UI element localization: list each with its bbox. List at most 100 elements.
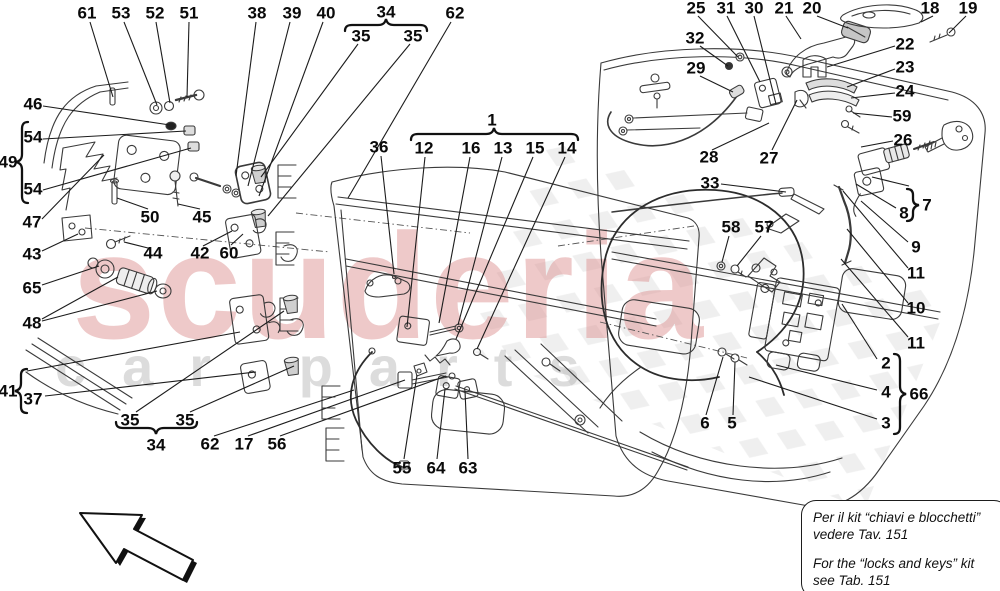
callout-35: 35	[404, 27, 423, 46]
leader-line-44	[123, 241, 149, 249]
leader-line-35	[135, 310, 285, 413]
leader-line-64	[436, 388, 446, 460]
leader-line-35	[260, 43, 359, 178]
callout-39: 39	[283, 4, 302, 23]
callout-66: 66	[910, 385, 929, 404]
leader-line-24	[850, 92, 896, 99]
callout-41: 41	[0, 382, 17, 401]
callout-61: 61	[78, 4, 97, 23]
leader-line-59	[852, 112, 893, 118]
leader-line-54	[42, 130, 187, 140]
leader-line-48	[41, 276, 119, 320]
leader-line-17	[247, 379, 406, 437]
callout-28: 28	[700, 148, 719, 167]
callout-54: 54	[24, 128, 43, 147]
leader-line-11	[840, 258, 909, 338]
leader-line-62	[347, 21, 452, 199]
leader-line-11	[842, 190, 909, 269]
callout-53: 53	[112, 4, 131, 23]
leader-line-26	[860, 140, 894, 148]
leader-line-32	[699, 45, 729, 67]
callout-43: 43	[23, 245, 42, 264]
callout-23: 23	[896, 58, 915, 77]
leader-line-53	[123, 21, 158, 106]
callout-35: 35	[121, 411, 140, 430]
callout-65: 65	[23, 279, 42, 298]
callout-59: 59	[893, 107, 912, 126]
callout-62: 62	[201, 435, 220, 454]
callout-4: 4	[881, 383, 891, 402]
callout-51: 51	[180, 4, 199, 23]
callout-6: 6	[700, 414, 709, 433]
callout-20: 20	[803, 0, 822, 18]
callout-1: 1	[487, 111, 496, 130]
leader-line-16	[438, 156, 471, 324]
leader-line-29	[699, 75, 734, 93]
callout-44: 44	[144, 244, 163, 263]
leader-line-12	[406, 156, 426, 328]
callout-64: 64	[427, 459, 446, 478]
leader-line-7	[871, 176, 910, 187]
leader-line-50	[116, 197, 149, 210]
callout-57: 57	[755, 218, 774, 237]
callout-56: 56	[268, 435, 287, 454]
callout-3: 3	[881, 414, 890, 433]
callout-12: 12	[415, 139, 434, 158]
leader-line-33	[720, 183, 787, 193]
callout-7: 7	[922, 196, 931, 215]
leader-line-14	[476, 156, 566, 350]
leader-line-45	[177, 203, 201, 210]
callout-35: 35	[176, 411, 195, 430]
callout-33: 33	[701, 174, 720, 193]
callout-14: 14	[558, 139, 577, 158]
leader-line-23	[846, 68, 896, 88]
callout-30: 30	[745, 0, 764, 18]
callout-46: 46	[24, 95, 43, 114]
callout-40: 40	[317, 4, 336, 23]
leader-line-58	[721, 235, 730, 263]
callout-47: 47	[23, 213, 42, 232]
callout-62: 62	[446, 4, 465, 23]
note-box: Per il kit “chiavi e blocchetti” vedere …	[801, 500, 1000, 591]
note-italian: Per il kit “chiavi e blocchetti” vedere …	[813, 510, 981, 543]
leader-line-57	[736, 235, 762, 267]
callout-11: 11	[907, 264, 925, 283]
callout-27: 27	[760, 149, 779, 168]
callout-58: 58	[722, 218, 741, 237]
callout-22: 22	[896, 35, 915, 54]
leader-line-18	[920, 15, 934, 23]
callout-9: 9	[911, 238, 920, 257]
right-door-shell-art	[504, 4, 986, 508]
leader-line-65	[41, 265, 100, 286]
grouping-braces	[14, 18, 920, 436]
callout-36: 36	[370, 138, 389, 157]
leader-line-40	[258, 21, 324, 197]
leader-line-56	[279, 375, 447, 437]
callout-34: 34	[147, 436, 166, 455]
leader-line-19	[948, 15, 967, 34]
leader-line-37	[44, 371, 257, 397]
callout-48: 48	[23, 314, 42, 333]
callout-10: 10	[907, 299, 926, 318]
leader-line-62	[213, 389, 355, 437]
callout-63: 63	[459, 459, 478, 478]
leader-line-22	[826, 45, 896, 68]
leader-line-28	[711, 122, 770, 151]
leader-line-54	[42, 147, 192, 191]
leader-lines-layer	[26, 15, 967, 460]
callout-45: 45	[193, 208, 212, 227]
leader-line-55	[403, 374, 418, 460]
callout-32: 32	[686, 29, 705, 48]
leader-line-38	[235, 21, 257, 177]
center-door-panel-art	[330, 166, 700, 497]
leader-line-46	[42, 105, 171, 126]
leader-line-43	[41, 233, 79, 252]
alignment-dash-lines	[84, 212, 748, 359]
callout-21: 21	[775, 0, 794, 18]
leader-line-48	[41, 290, 158, 322]
callout-35: 35	[352, 27, 371, 46]
leader-line-30	[753, 15, 777, 105]
callout-42: 42	[191, 244, 210, 263]
